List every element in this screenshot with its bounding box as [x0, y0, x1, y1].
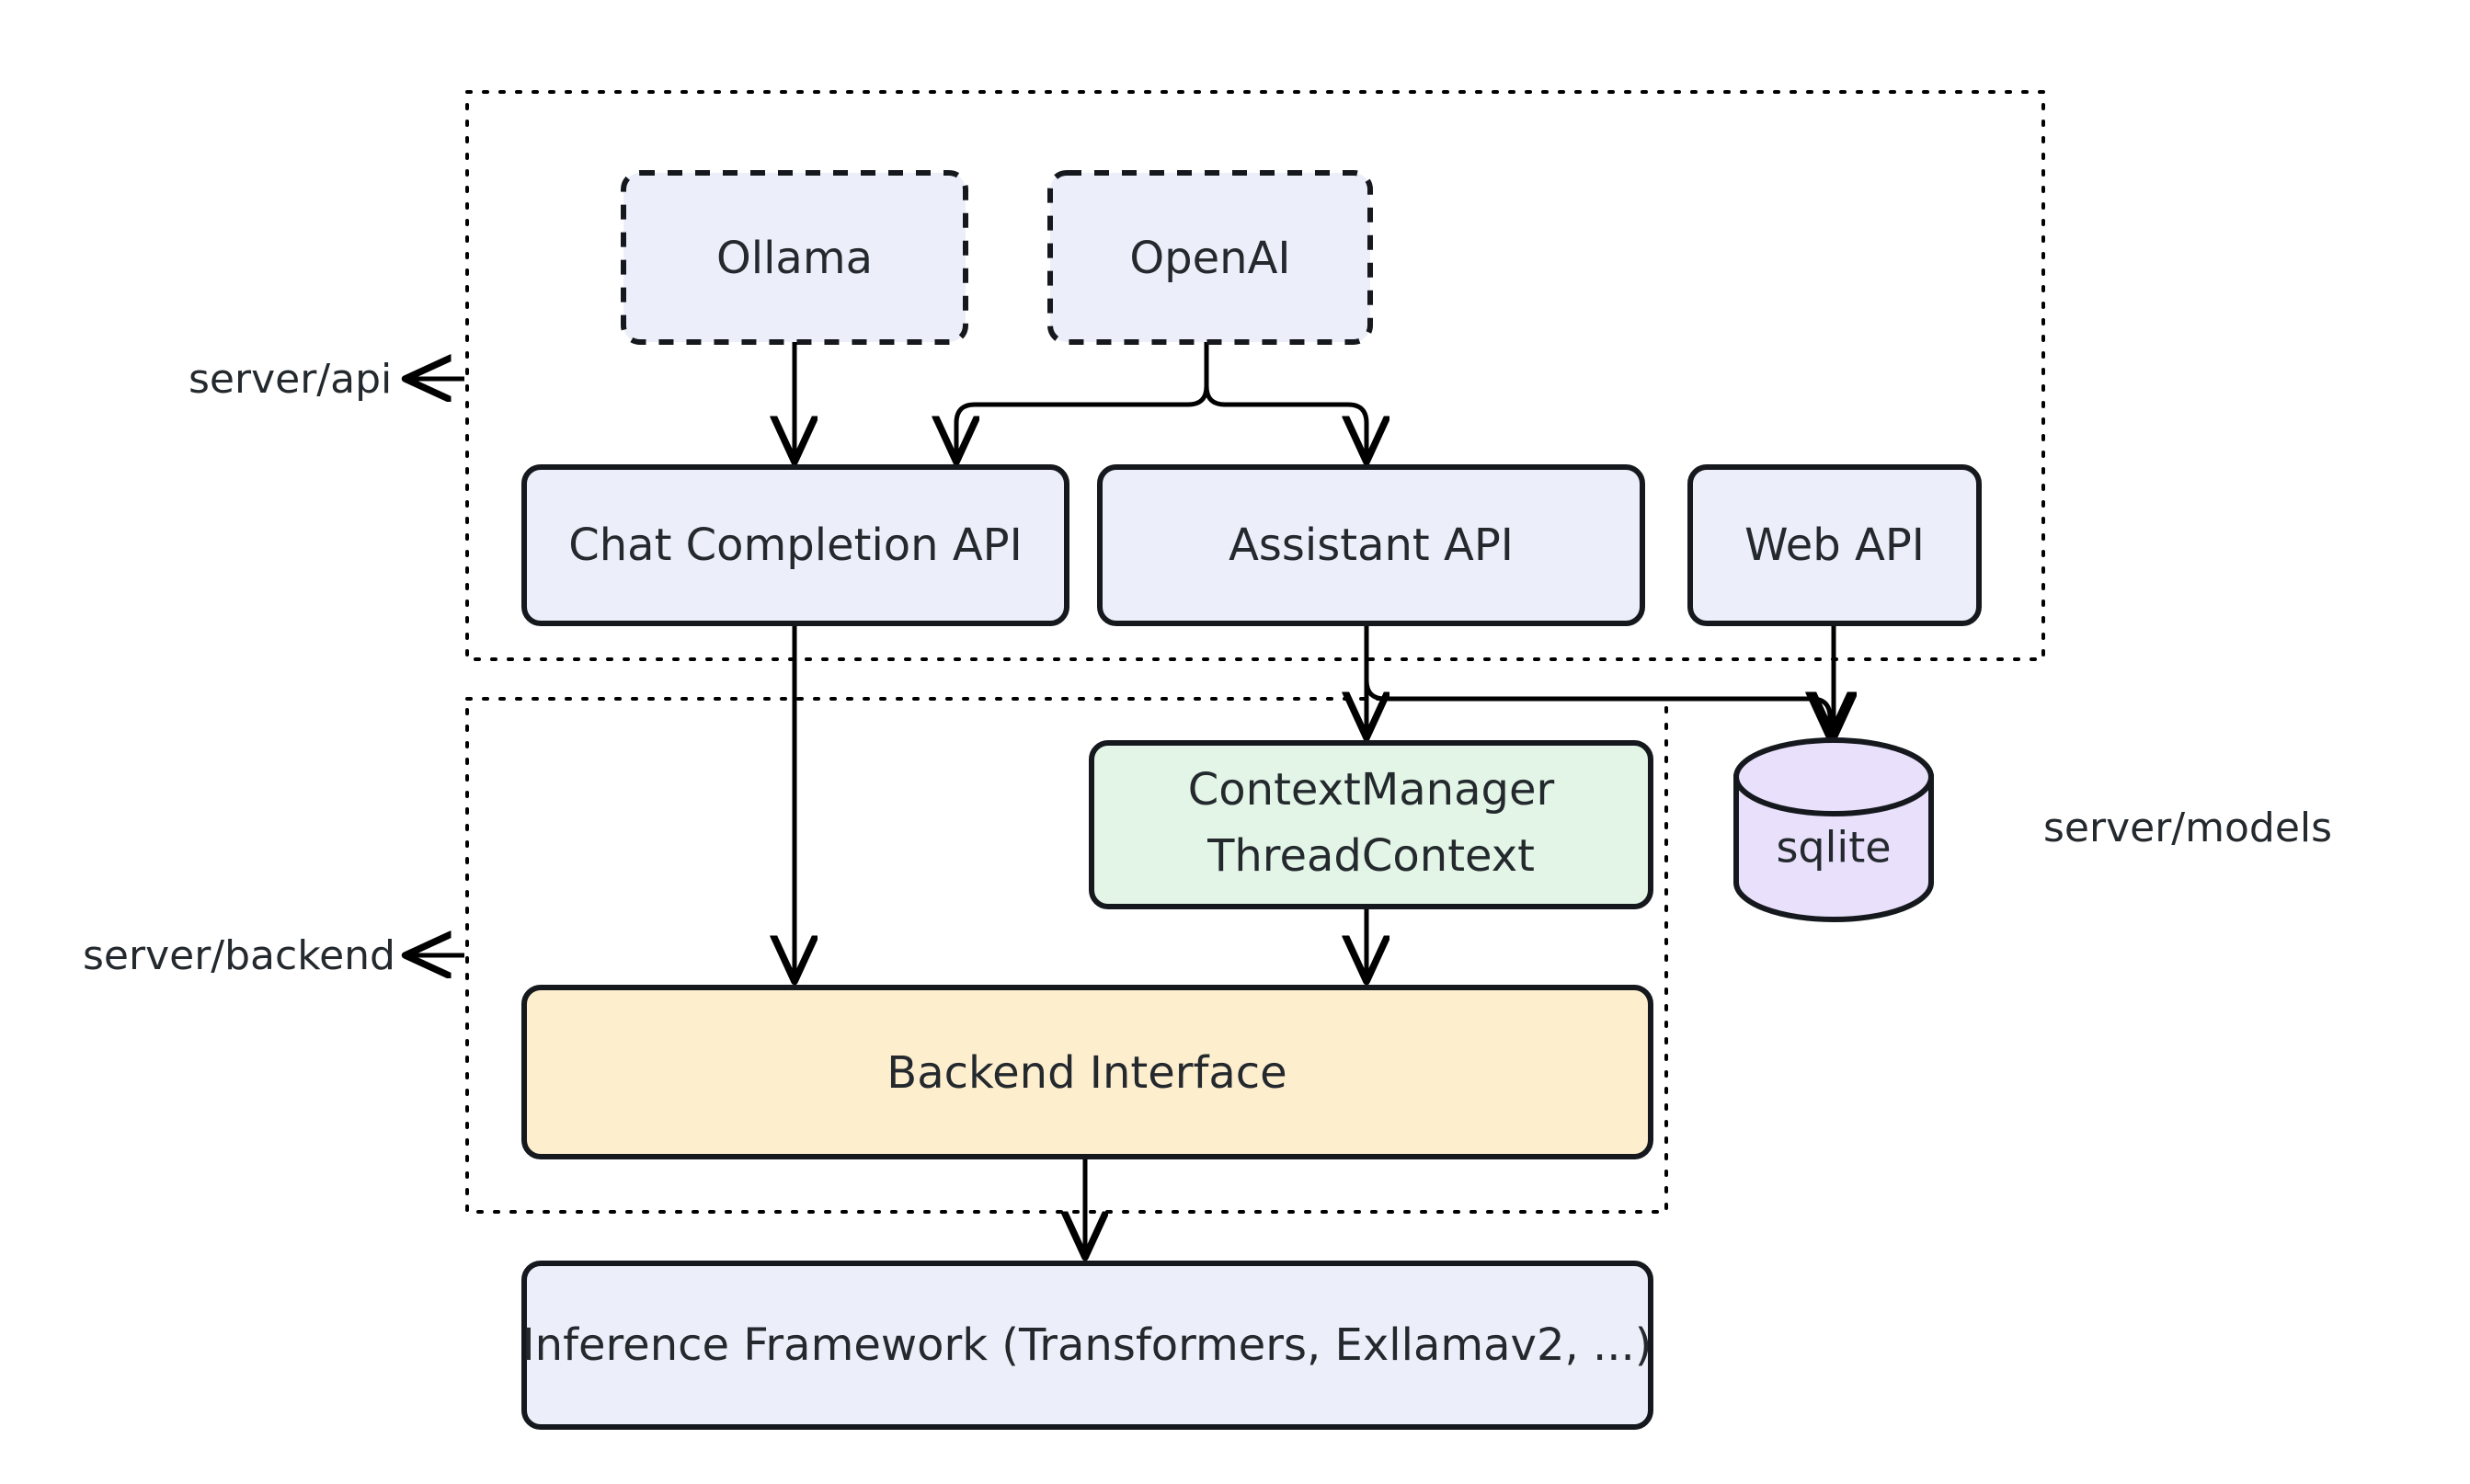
node-chat-completion-api-box[interactable] — [521, 464, 1069, 626]
node-inference-framework[interactable]: Inference Framework (Transformers, Exlla… — [521, 1261, 1653, 1430]
node-assistant-api[interactable]: Assistant API — [1097, 464, 1645, 626]
edge-openai-to-assistant-api — [1204, 342, 1367, 460]
node-ollama[interactable]: Ollama — [621, 170, 968, 345]
node-web-api-box[interactable] — [1687, 464, 1982, 626]
edge-openai-to-chat-completion-api — [956, 342, 1209, 460]
node-context-manager[interactable]: ContextManager ThreadContext — [1089, 740, 1653, 909]
node-context-manager-label-line1: ContextManager — [1188, 764, 1555, 816]
node-sqlite[interactable]: sqlite — [1733, 737, 1934, 922]
node-openai-label: OpenAI — [1129, 233, 1290, 284]
node-inference-framework-label: Inference Framework (Transformers, Exlla… — [521, 1319, 1652, 1371]
node-backend-interface[interactable]: Backend Interface — [521, 985, 1653, 1159]
label-server-models: server/models — [2043, 805, 2332, 851]
label-server-api: server/api — [189, 356, 392, 403]
node-web-api-label: Web API — [1744, 519, 1925, 571]
node-assistant-api-box[interactable] — [1097, 464, 1645, 626]
node-context-manager-label-line2: ThreadContext — [1206, 830, 1535, 882]
group-server-api — [465, 90, 2045, 661]
node-openai[interactable]: OpenAI — [1047, 170, 1373, 345]
node-openai-box[interactable] — [1047, 170, 1373, 345]
node-sqlite-top[interactable] — [1733, 737, 1934, 816]
node-web-api[interactable]: Web API — [1687, 464, 1982, 626]
node-ollama-box[interactable] — [621, 170, 968, 345]
group-server-backend — [465, 697, 1668, 1214]
node-assistant-api-label: Assistant API — [1229, 519, 1514, 571]
node-chat-completion-api-label: Chat Completion API — [568, 519, 1023, 571]
node-sqlite-label: sqlite — [1776, 823, 1891, 873]
node-backend-interface-label: Backend Interface — [886, 1047, 1286, 1099]
node-context-manager-box[interactable] — [1089, 740, 1653, 909]
node-chat-completion-api[interactable]: Chat Completion API — [521, 464, 1069, 626]
label-server-backend: server/backend — [83, 932, 395, 979]
node-backend-interface-box[interactable] — [521, 985, 1653, 1159]
edge-assistant-api-to-sqlite — [1364, 623, 1830, 736]
node-inference-framework-box[interactable] — [521, 1261, 1653, 1430]
node-sqlite-body[interactable] — [1733, 774, 1934, 922]
node-ollama-label: Ollama — [716, 233, 873, 284]
